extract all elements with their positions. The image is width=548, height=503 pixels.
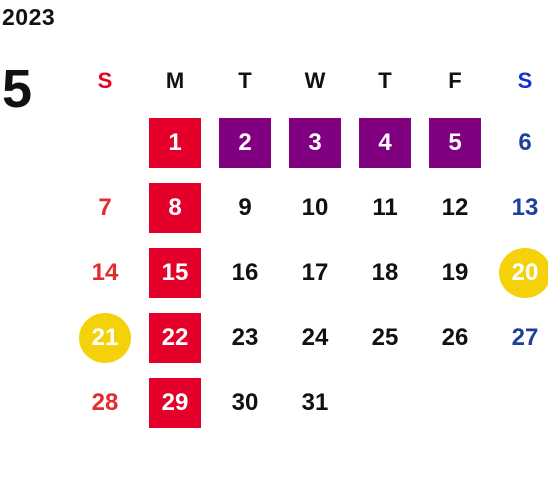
day-cell[interactable]: 18 xyxy=(371,258,399,286)
day-cell[interactable]: 1 xyxy=(149,117,201,168)
day-cell[interactable]: 29 xyxy=(149,377,201,428)
weekday-monday: M xyxy=(165,68,185,93)
weekday-saturday: S xyxy=(517,68,533,93)
day-cell[interactable]: 14 xyxy=(91,258,119,286)
day-cell[interactable]: 7 xyxy=(98,193,112,221)
day-cell[interactable]: 19 xyxy=(441,258,469,286)
weekday-tuesday: T xyxy=(238,68,252,93)
day-cell[interactable]: 16 xyxy=(231,258,259,286)
day-cell[interactable]: 3 xyxy=(289,117,341,168)
day-cell[interactable]: 24 xyxy=(301,323,329,351)
day-cell[interactable]: 30 xyxy=(231,388,259,416)
day-cell[interactable]: 9 xyxy=(238,193,252,221)
day-cell[interactable]: 25 xyxy=(371,323,399,351)
day-cell[interactable]: 8 xyxy=(149,182,201,233)
calendar-grid: S M T W T F S 1 2 3 4 5 6 7 8 9 10 11 12… xyxy=(70,52,548,435)
weekday-sunday: S xyxy=(97,68,113,93)
day-cell[interactable]: 2 xyxy=(219,117,271,168)
day-cell[interactable]: 15 xyxy=(149,247,201,298)
day-cell[interactable]: 17 xyxy=(301,258,329,286)
day-cell[interactable]: 27 xyxy=(511,323,539,351)
day-cell[interactable]: 28 xyxy=(91,388,119,416)
day-cell[interactable]: 6 xyxy=(518,128,532,156)
day-cell[interactable]: 23 xyxy=(231,323,259,351)
day-cell[interactable]: 12 xyxy=(441,193,469,221)
weekday-wednesday: W xyxy=(304,68,326,93)
month-number: 5 xyxy=(2,59,33,119)
day-cell[interactable]: 31 xyxy=(301,388,329,416)
weekday-friday: F xyxy=(448,68,462,93)
day-cell[interactable]: 13 xyxy=(511,193,539,221)
year-label: 2023 xyxy=(2,4,56,30)
day-cell[interactable]: 20 xyxy=(499,247,548,298)
day-cell[interactable]: 10 xyxy=(301,193,329,221)
day-cell[interactable]: 22 xyxy=(149,312,201,363)
day-cell[interactable]: 4 xyxy=(359,117,411,168)
day-cell[interactable]: 21 xyxy=(79,312,131,363)
day-cell[interactable]: 11 xyxy=(372,193,398,221)
day-cell[interactable]: 5 xyxy=(429,117,481,168)
weekday-thursday: T xyxy=(378,68,392,93)
day-cell[interactable]: 26 xyxy=(441,323,469,351)
